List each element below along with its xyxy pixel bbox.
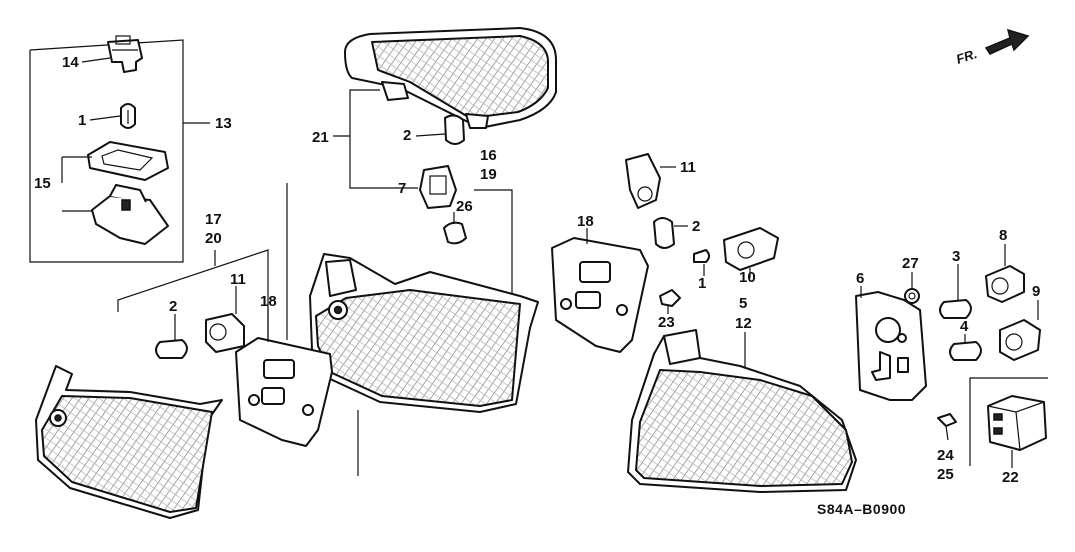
socket-9 [999,300,1041,361]
callout-2c: 2 [692,218,700,235]
socket-10 [723,227,779,278]
trunk-lid-light-left [35,365,223,519]
callout-23: 23 [658,314,675,331]
callouts: 14 1 13 15 17 20 11 2 18 21 2 7 16 19 26… [34,54,1040,486]
callout-25: 25 [937,466,954,483]
callout-2b: 2 [169,298,177,315]
callout-19: 19 [480,166,497,183]
gasket-18a [235,308,333,447]
socket-11a [205,286,245,353]
clip-23 [659,289,681,314]
bulb-26 [443,212,467,245]
gasket-6 [855,286,927,401]
front-marker: FR. [954,46,979,67]
callout-9: 9 [1032,283,1040,300]
callout-14: 14 [62,54,79,71]
callout-24: 24 [937,447,954,464]
trunk-lid-light-center [309,253,539,413]
wedge-bulb-4 [949,334,982,361]
callout-13: 13 [215,115,232,132]
diagram-code: S84A–B0900 [817,501,906,517]
callout-18b: 18 [577,213,594,230]
callout-11b: 11 [680,159,696,176]
callout-27: 27 [902,255,919,272]
grommet-27 [904,272,920,304]
wedge-bulb-1a [120,103,136,129]
callout-20: 20 [205,230,222,247]
callout-4: 4 [960,318,969,335]
callout-16: 16 [480,147,497,164]
license-light-lens-15 [87,141,169,181]
high-mount-brake-light [333,27,557,209]
license-light-socket-14 [107,35,143,73]
wedge-bulb-2a [444,114,465,145]
callout-5: 5 [739,295,747,312]
socket-11b [625,153,676,209]
gasket-18b [551,228,649,353]
wedge-bulb-3 [939,264,972,319]
screw-24 [937,413,957,441]
license-light-base-15 [91,184,169,245]
callout-26: 26 [456,198,473,215]
callout-11a: 11 [230,271,246,288]
wedge-bulb-2b [155,314,188,359]
callout-1a: 1 [78,112,86,129]
callout-12: 12 [735,315,752,332]
callout-1b: 1 [698,275,706,292]
tail-light-right [627,329,857,493]
callout-8: 8 [999,227,1007,244]
socket-7 [419,165,457,209]
callout-21: 21 [312,129,329,146]
wedge-bulb-1b [693,249,710,276]
callout-7: 7 [398,180,406,197]
callout-3: 3 [952,248,960,265]
license-light-group [29,35,210,263]
callout-2a: 2 [403,127,411,144]
callout-6: 6 [856,270,864,287]
callout-17: 17 [205,211,222,228]
wedge-bulb-2c [653,217,688,249]
front-arrow-icon [984,28,1030,55]
callout-15: 15 [34,175,51,192]
control-unit-22 [969,377,1048,468]
callout-22: 22 [1002,469,1019,486]
socket-8 [985,244,1025,303]
callout-10: 10 [739,269,756,286]
callout-18a: 18 [260,293,277,310]
